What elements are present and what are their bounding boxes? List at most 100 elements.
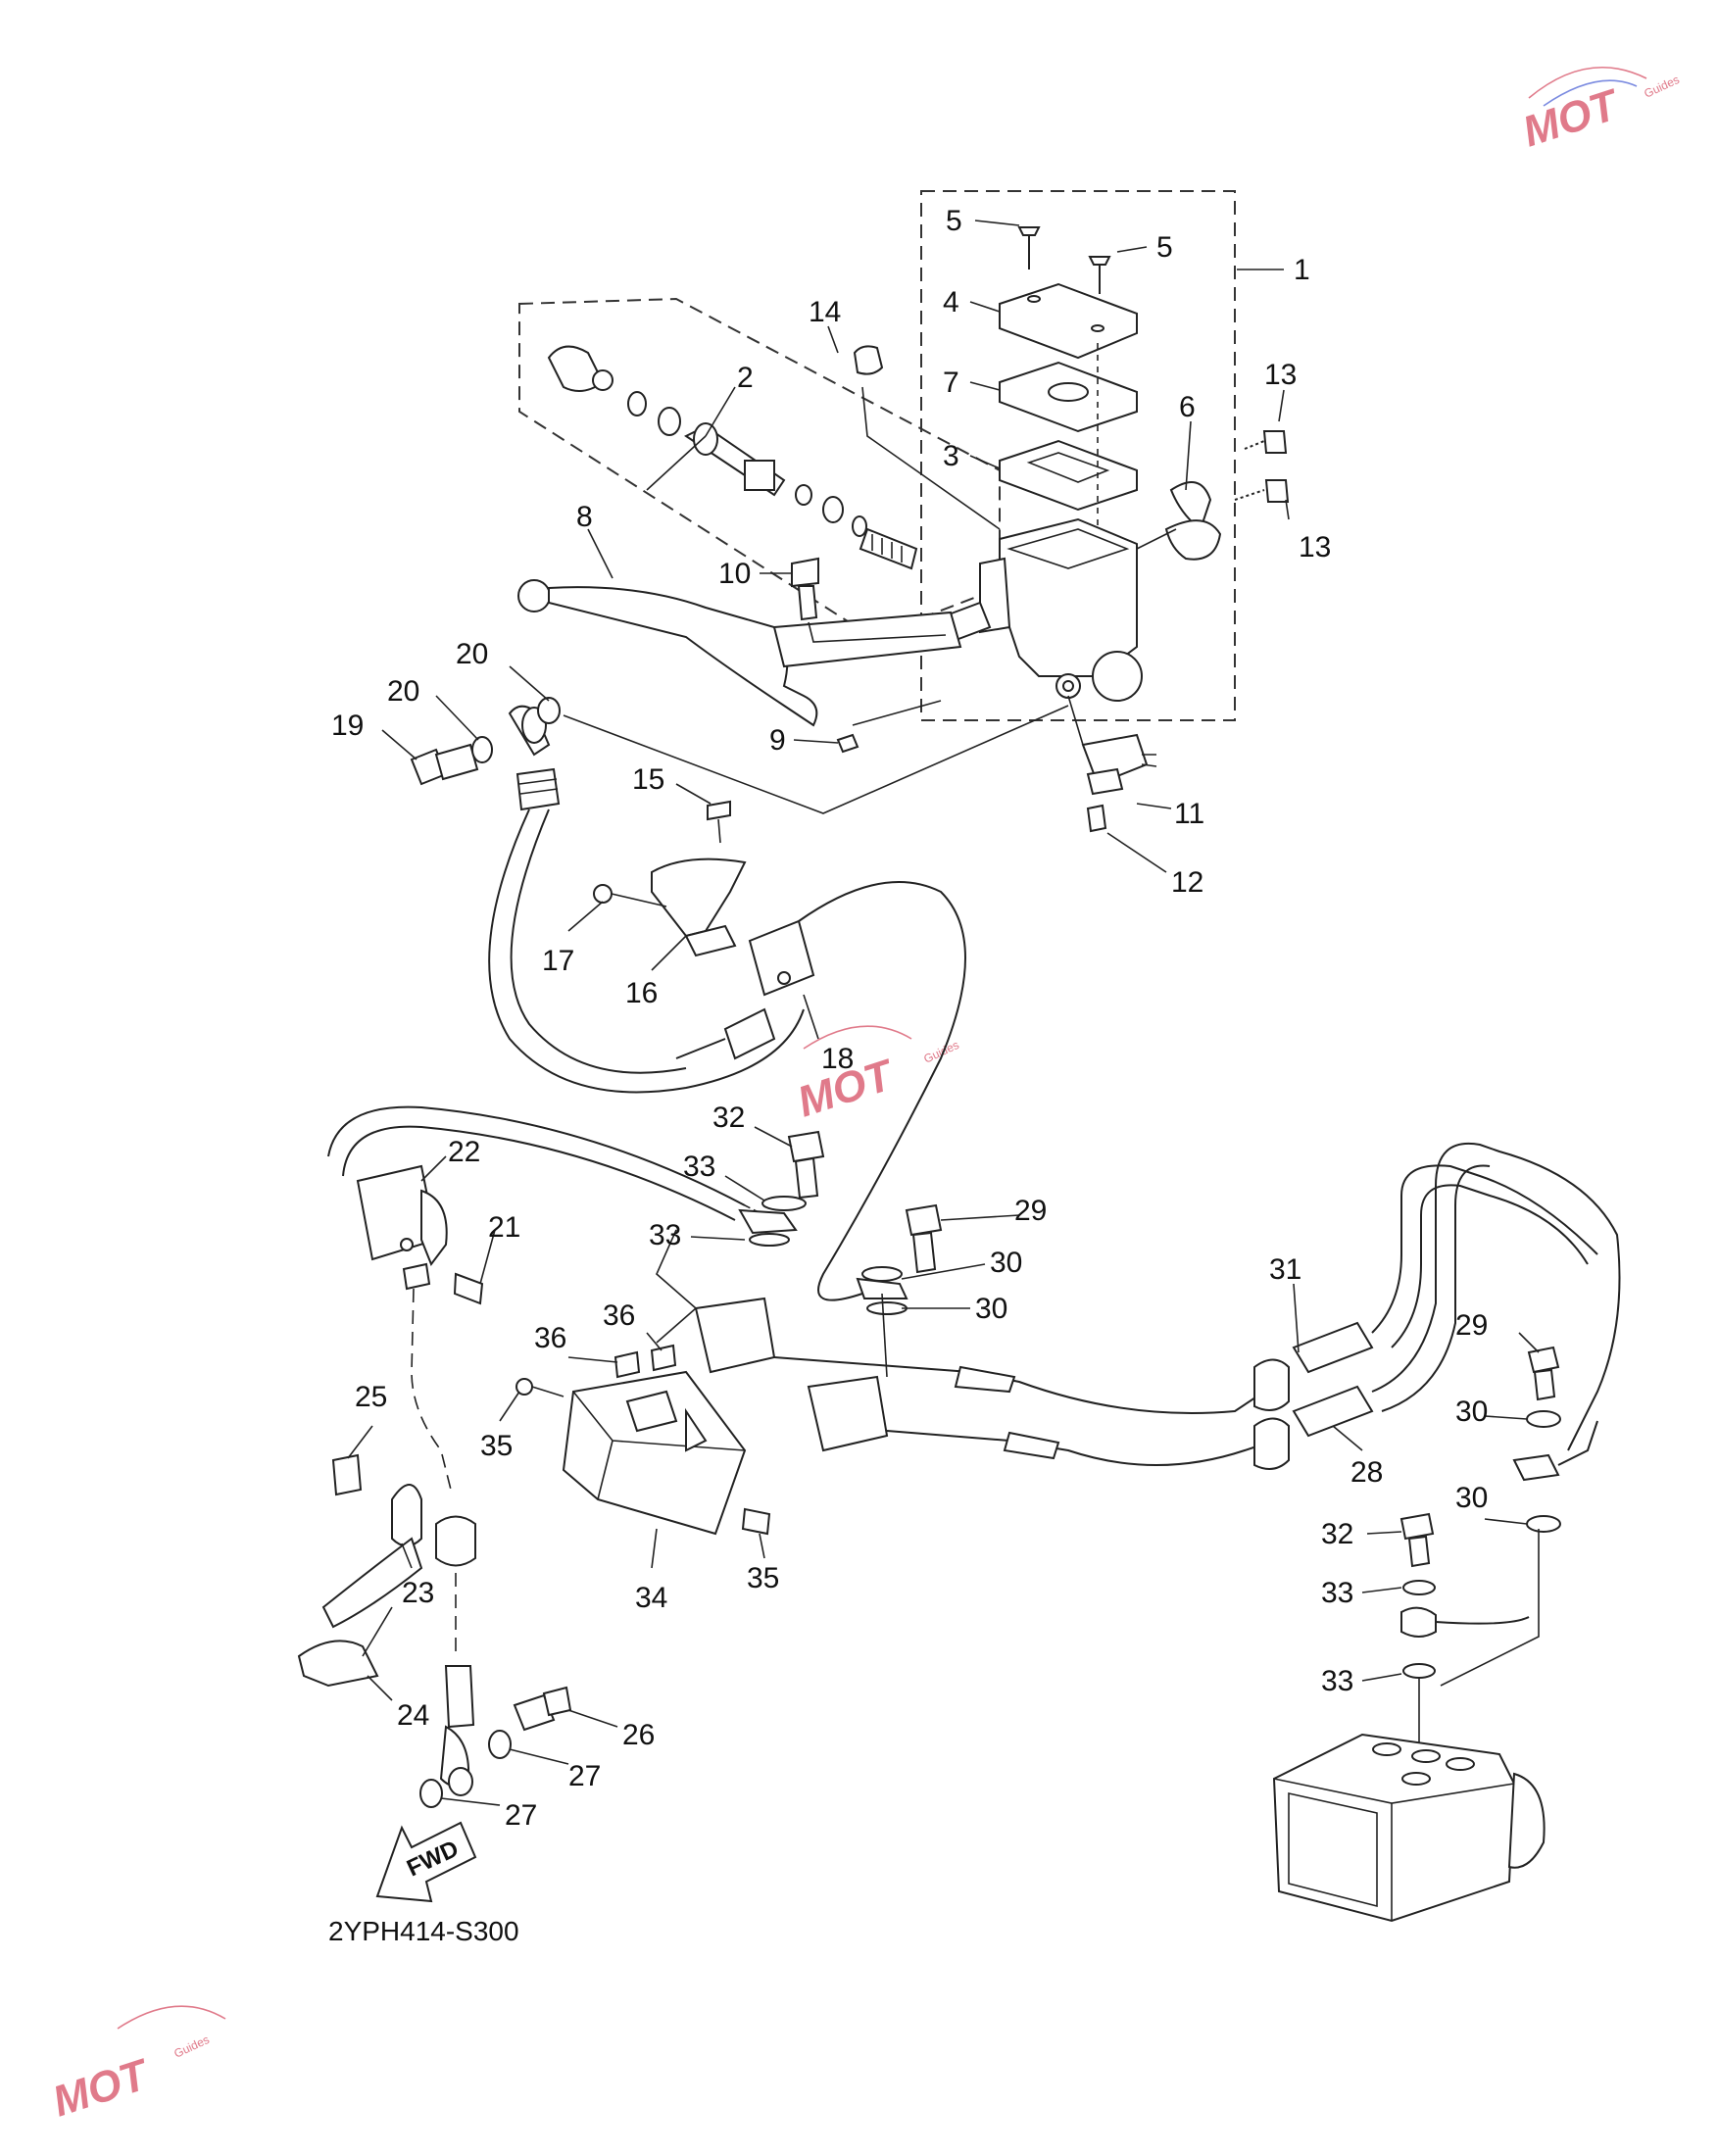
part-label: 33 [1321,1665,1353,1697]
part-label: 19 [331,710,364,742]
part-label: 17 [542,945,574,977]
part-label: 30 [990,1247,1022,1279]
bolt-21 [453,1272,484,1305]
watermark-small-text: Guides [172,2033,211,2061]
brake-lever [517,579,962,727]
part-label: 5 [1156,231,1173,264]
part-label: 36 [603,1299,635,1332]
abs-brake-pipes [773,1142,1621,1470]
part-label: 21 [488,1211,520,1244]
part-labels: 5 5 1 4 14 7 13 2 6 3 13 8 10 20 20 19 9… [331,205,1488,1832]
part-label: 12 [1171,866,1203,899]
front-brake-hose [327,1105,775,1221]
part-label: 4 [943,286,959,318]
washers-30-upper [856,1266,908,1315]
part-label: 24 [397,1699,429,1732]
hose-clamp-23 [321,1484,423,1629]
part-label: 26 [622,1719,655,1751]
watermark-logo-text: MOT [1517,80,1626,157]
part-label: 35 [747,1562,779,1594]
guide-24 [297,1640,379,1688]
part-label: 15 [632,763,664,796]
part-label: 16 [625,977,658,1009]
handlebar-clamp [1136,481,1222,561]
forward-direction-arrow: FWD [375,1821,477,1903]
leader-lines [347,220,1540,1806]
part-label: 2 [737,362,754,394]
bolt-15 [707,800,731,844]
washers-33-upper [738,1196,807,1247]
part-label: 30 [975,1293,1007,1325]
banjo-bolt-32-right [1399,1512,1530,1764]
part-label: 10 [718,558,751,590]
part-label: 13 [1264,359,1297,391]
watermark-small-text: Guides [1642,73,1681,101]
part-label: 36 [534,1322,566,1354]
part-label: 30 [1455,1482,1488,1514]
caliper-side-hose [411,1288,476,1796]
part-label: 33 [1321,1577,1353,1609]
part-label: 32 [712,1102,745,1134]
bolt-35-upper [515,1378,564,1397]
part-label: 18 [821,1043,854,1075]
crush-washers-20 [471,697,561,763]
banjo-bolt-32-upper [787,1130,825,1200]
upper-brake-hose [488,705,1069,1094]
part-label: 20 [456,638,488,670]
part-label: 25 [355,1381,387,1413]
part-label: 6 [1179,391,1196,423]
part-label: 8 [576,501,593,533]
hose-joint-22 [356,1164,448,1291]
part-label: 27 [505,1799,537,1832]
piston-kit [547,345,918,570]
hose-joint-lower-block [807,1293,889,1452]
hose-bracket [651,858,747,957]
diagram-code: 2YPH414-S300 [328,1916,519,1946]
part-label: 34 [635,1582,667,1614]
part-label: 27 [568,1760,601,1792]
part-label: 3 [943,440,959,472]
part-label: 13 [1299,531,1331,564]
hose-joint-18 [675,881,966,1301]
part-label: 29 [1014,1195,1047,1227]
master-cylinder-assembly-box [920,190,1236,721]
pivot-nut [836,700,942,754]
hose-joint-upper-block [656,1229,776,1374]
grommet-25 [331,1453,363,1496]
bolts-36 [614,1344,677,1379]
part-label: 23 [402,1577,434,1609]
banjo-bolt-26 [513,1686,572,1732]
part-label: 35 [480,1430,513,1462]
watermark-logo-text: MOT [47,2050,156,2127]
bolt-35-lower [741,1507,771,1536]
part-label: 22 [448,1136,480,1168]
master-cylinder-body [939,517,1143,702]
watermark-middle: MOT Guides [792,1025,961,1127]
part-label: 5 [946,205,962,237]
abs-hydraulic-unit [1272,1733,1546,1923]
joint-bracket [562,1370,747,1536]
banjo-bolt-19 [410,743,479,786]
reservoir-cap-group [999,226,1138,549]
washers-27 [419,1730,512,1808]
part-label: 29 [1455,1309,1488,1342]
pivot-bolt [791,557,947,643]
clamp-bolts [1234,430,1290,503]
piston-kit-boundary [518,297,1001,639]
reservoir-plug [853,345,1001,530]
part-label: 9 [769,724,786,757]
part-label: 11 [1174,798,1204,830]
part-label: 14 [809,296,841,328]
part-label: 32 [1321,1518,1353,1550]
watermark-bottom-left: MOT Guides [47,2005,226,2127]
watermark-top-right: MOT Guides [1517,67,1682,157]
part-label: 30 [1455,1396,1488,1428]
part-label: 28 [1350,1456,1383,1489]
part-label: 33 [649,1219,681,1251]
part-label: 31 [1269,1253,1301,1286]
watermark-small-text: Guides [921,1038,960,1066]
part-label: 1 [1294,254,1310,286]
part-label: 20 [387,675,419,708]
brake-light-switch [1067,695,1157,833]
banjo-bolt-29-upper [905,1203,943,1274]
